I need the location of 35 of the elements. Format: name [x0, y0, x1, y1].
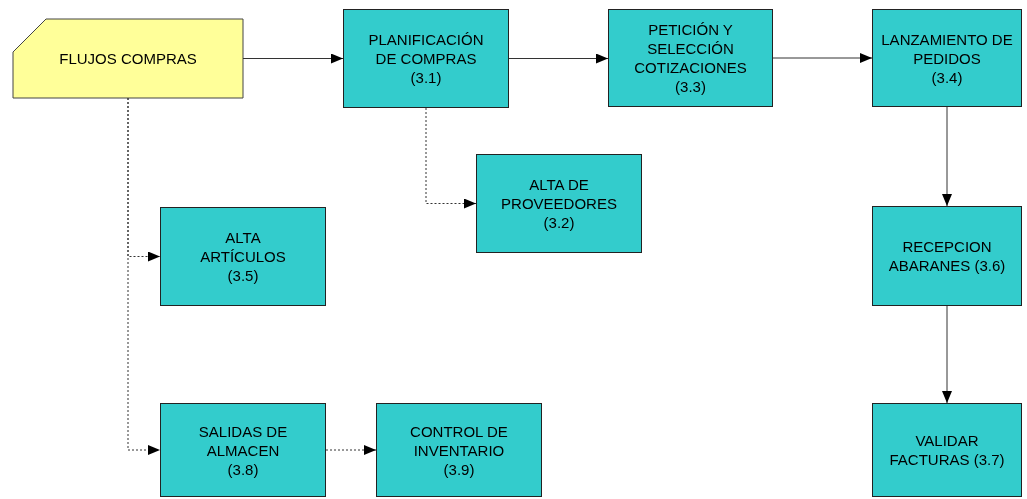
- box-label: (3.4): [931, 67, 963, 87]
- arrow: [508, 53, 609, 64]
- box-label: (3.8): [227, 459, 259, 479]
- process-box: [872, 403, 1022, 497]
- process-box: [160, 403, 326, 497]
- arrow: [425, 107, 477, 209]
- box-label: RECEPCION ABARANES (3.6): [887, 237, 1007, 275]
- process-box: [608, 9, 773, 107]
- box-label: PETICIÓN Y SELECCIÓN COTIZACIONES: [633, 20, 748, 77]
- arrow: [242, 53, 344, 64]
- arrow: [772, 53, 873, 63]
- box-label: (3.9): [443, 459, 475, 479]
- process-box: [476, 154, 642, 253]
- box-label: (3.2): [543, 213, 575, 232]
- arrow: [942, 305, 952, 404]
- arrow: [325, 445, 377, 455]
- box-label: CONTROL DE INVENTARIO: [409, 421, 509, 460]
- arrow: [942, 106, 952, 207]
- box-label: (3.1): [410, 68, 442, 87]
- process-box: [160, 207, 326, 306]
- box-label: SALIDAS DE ALMACEN: [197, 421, 289, 460]
- process-box: [376, 403, 542, 497]
- box-label: (3.3): [675, 77, 706, 96]
- process-box: [343, 9, 509, 108]
- process-box: [872, 206, 1022, 306]
- box-label: ALTA ARTÍCULOS: [199, 228, 287, 266]
- box-label: PLANIFICACIÓN DE COMPRAS: [367, 30, 485, 68]
- box-label: FLUJOS COMPRAS: [59, 49, 197, 68]
- start-card: [13, 19, 243, 98]
- box-label: (3.5): [227, 266, 259, 285]
- process-box: [872, 9, 1022, 107]
- box-label: ALTA DE PROVEEDORES: [500, 175, 618, 213]
- box-label: VALIDAR FACTURAS (3.7): [888, 431, 1006, 469]
- arrow: [127, 97, 161, 455]
- box-label: LANZAMIENTO DE PEDIDOS: [880, 29, 1014, 68]
